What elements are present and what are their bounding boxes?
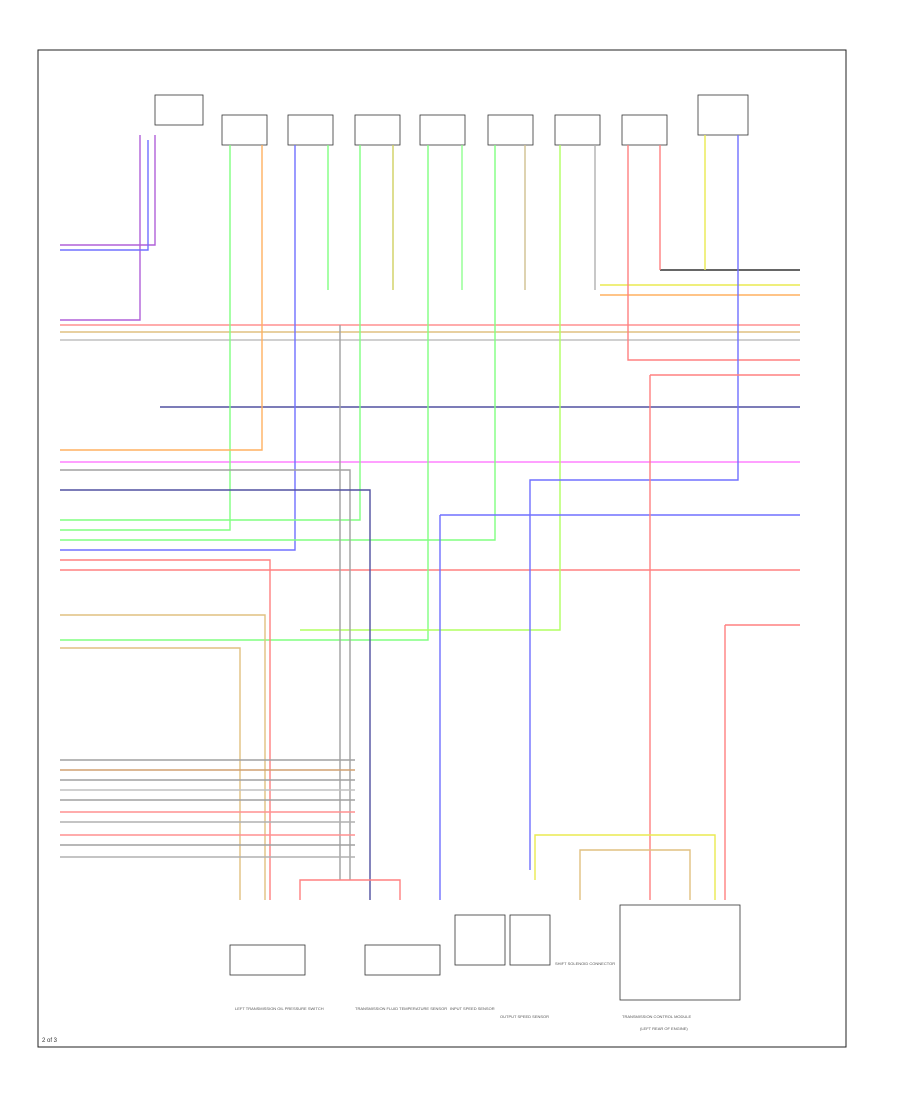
component-box-5 — [419, 114, 466, 146]
wire-lightgreen-1 — [300, 145, 561, 631]
wire-red-4 — [724, 624, 800, 900]
wire-green-4 — [60, 145, 429, 641]
component-box-7 — [554, 114, 601, 146]
wire-blue-3 — [439, 514, 800, 900]
wires — [60, 135, 800, 900]
wire-navy-2 — [60, 489, 371, 900]
component-box-4 — [354, 114, 401, 146]
bottom-components — [229, 904, 741, 1001]
wire-tan-3 — [60, 647, 241, 900]
bottom-right-caption: (LEFT REAR OF ENGINE) — [640, 1026, 688, 1031]
bottom-label-4: OUTPUT SPEED SENSOR — [500, 1014, 549, 1019]
bottom-component-2 — [364, 944, 441, 976]
bottom-label-1: LEFT TRANSMISSION OIL PRESSURE SWITCH — [235, 1006, 324, 1011]
bottom-component-1 — [229, 944, 306, 976]
wire-purple-b — [60, 135, 156, 246]
wire-tan-2 — [60, 614, 266, 900]
component-box-2 — [221, 114, 268, 146]
component-box-3 — [287, 114, 334, 146]
page-number: 2 of 3 — [42, 1038, 58, 1044]
wire-orange-1 — [60, 145, 263, 451]
wire-yellow-loop — [534, 834, 716, 900]
wire-gray-4 — [60, 469, 351, 880]
wire-blue-1 — [60, 145, 296, 551]
component-box-1 — [154, 94, 204, 126]
wire-red-5 — [60, 559, 271, 900]
bottom-component-3 — [454, 914, 506, 966]
wire-red-loop — [299, 879, 401, 900]
wire-green-3 — [60, 145, 361, 521]
component-box-6 — [487, 114, 534, 146]
wire-purple-a — [60, 135, 141, 321]
wire-green-1 — [60, 145, 231, 531]
bottom-label-5: SHIFT SOLENOID CONNECTOR — [555, 961, 615, 966]
bottom-label-3: INPUT SPEED SENSOR — [450, 1006, 495, 1011]
bottom-component-5 — [619, 904, 741, 1001]
top-components — [154, 94, 749, 146]
bottom-component-4 — [509, 914, 551, 966]
wire-tan-loop — [579, 849, 691, 900]
bottom-label-2: TRANSMISSION FLUID TEMPERATURE SENSOR — [355, 1006, 447, 1011]
wire-red-1 — [627, 145, 800, 361]
diagram-frame — [37, 49, 847, 1048]
bottom-label-6: TRANSMISSION CONTROL MODULE — [622, 1014, 692, 1019]
wire-red-3 — [649, 374, 800, 900]
wire-blue-a — [60, 140, 149, 251]
component-box-9 — [697, 94, 749, 136]
wire-blue-2 — [529, 135, 739, 870]
component-box-8 — [621, 114, 668, 146]
wire-green-6 — [60, 145, 496, 541]
